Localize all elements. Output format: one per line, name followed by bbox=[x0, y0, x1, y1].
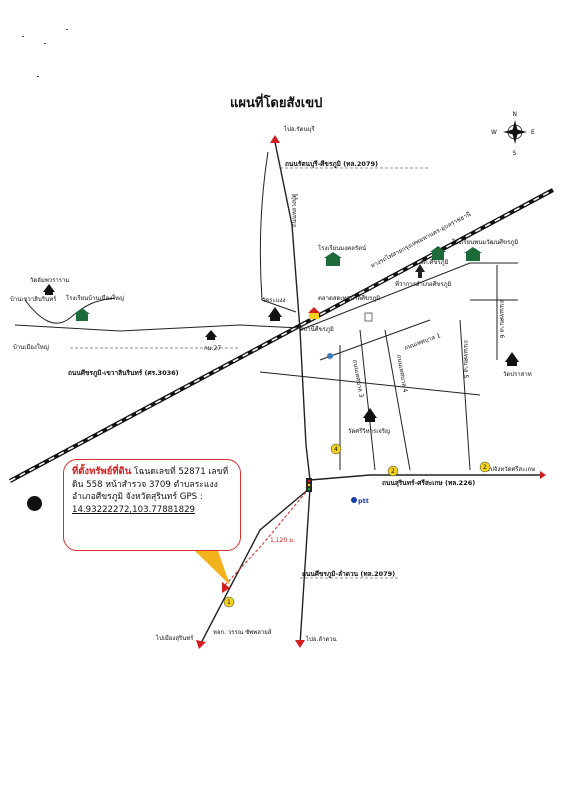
km-marker-icon bbox=[205, 330, 217, 340]
svg-text:2: 2 bbox=[483, 464, 487, 471]
to-sisaket-label: ไปจังหวัดศรีสะเกษ bbox=[486, 465, 535, 473]
road-grid-h3 bbox=[259, 371, 481, 396]
scan-noise bbox=[37, 76, 39, 77]
compass-w: W bbox=[491, 129, 497, 136]
shop-label: หจก. วรรณ ซัพพลายส์ bbox=[213, 628, 272, 636]
svg-text:2: 2 bbox=[391, 468, 395, 475]
compass-rose-icon: N S E W bbox=[491, 111, 535, 157]
road-label-v1: ถนนหลวงปู่ดู่ bbox=[291, 193, 298, 227]
arrow-east-icon bbox=[540, 471, 546, 479]
marker-4: 4 bbox=[330, 443, 342, 455]
road-to-surin bbox=[199, 487, 311, 646]
property-heading: ที่ตั้งทรัพย์ที่ดิน bbox=[72, 466, 132, 477]
temple-rahang-icon bbox=[268, 307, 282, 321]
police-label: สภ.ศีขรภูมิ bbox=[420, 258, 449, 266]
school-building-icon bbox=[324, 252, 342, 266]
wat-rahang-label: วัดระแงง bbox=[262, 297, 286, 304]
scan-noise bbox=[22, 36, 24, 37]
school2-label: โรงเรียนพนมวัฒนศีขรภูมิ bbox=[452, 238, 518, 246]
railway-line bbox=[9, 188, 554, 483]
school1-label: โรงเรียนมงคลรัตน์ bbox=[318, 244, 366, 252]
punch-hole bbox=[27, 496, 42, 511]
map-title: แผนที่โดยสังเขป bbox=[230, 93, 322, 111]
compass-s: S bbox=[513, 150, 517, 157]
road-label-v3: ถนนเทศบาล 3 bbox=[351, 359, 365, 398]
wat-temple2-label: วัดศรีวิหารเจริญ bbox=[348, 427, 390, 435]
callout-pointer bbox=[195, 551, 230, 585]
temple-2-icon bbox=[363, 408, 377, 422]
wat-prasat-label: วัดปราสาท bbox=[503, 371, 532, 378]
road-226 bbox=[309, 474, 540, 481]
scan-noise bbox=[44, 43, 46, 44]
school-left-label: โรงเรียนบ้านเมืองใหญ่ bbox=[66, 294, 124, 302]
road-grid-v4 bbox=[384, 329, 411, 471]
temple-left-icon bbox=[43, 284, 55, 295]
station-icon bbox=[308, 307, 320, 319]
route-dashed-line bbox=[224, 491, 307, 586]
station-label: สถานีศีขรภูมิ bbox=[300, 325, 334, 333]
district-office-icon bbox=[415, 264, 425, 278]
road-grid-v3 bbox=[359, 329, 376, 471]
distance-label: 1,120 ม. bbox=[270, 537, 295, 544]
property-flag-icon bbox=[222, 582, 230, 593]
ptt-logo-icon bbox=[351, 497, 357, 503]
district-office-label: ที่ว่าการอำเภอศีขรภูมิ bbox=[395, 280, 452, 288]
marker-1: 1 bbox=[223, 596, 235, 608]
to-lamduan-label: ไปอ.ลำดวน bbox=[305, 635, 337, 643]
property-callout: ที่ตั้งทรัพย์ที่ดิน โฉนดเลขที่ 52871 เลข… bbox=[63, 459, 241, 551]
village-left2-label: บ้านเขวาสินรินทร์ bbox=[10, 295, 57, 303]
road-3036-label: ถนนศีขรภูมิ-เขวาสินรินทร์ (ศร.3036) bbox=[68, 369, 179, 378]
km-label: กม.27 bbox=[204, 345, 221, 352]
marker-2a: 2 bbox=[387, 465, 399, 477]
road-grid-v5 bbox=[459, 319, 471, 471]
compass-e: E bbox=[531, 129, 535, 136]
scan-noise bbox=[66, 29, 68, 30]
ptt-label: ptt bbox=[358, 497, 369, 505]
road-226-label: ถนนสุรินทร์-ศรีสะเกษ (ทล.226) bbox=[382, 479, 475, 487]
info-point-icon bbox=[327, 353, 333, 359]
road-2079-south bbox=[299, 487, 311, 646]
marker-2b: 2 bbox=[479, 461, 491, 473]
property-line2: ดิน 558 หน้าสำรวจ 3709 ตำบลระแงง bbox=[72, 479, 218, 490]
arrow-south-icon bbox=[295, 640, 305, 648]
road-grid-1 bbox=[319, 319, 431, 361]
compass-n: N bbox=[513, 111, 518, 118]
road-2079-top-label: ถนนรัตนบุรี-ศีขรภูมิ (ทล.2079) bbox=[285, 160, 378, 169]
market-icon bbox=[364, 312, 373, 322]
wat-left-label: วัดอัมพวราราม bbox=[30, 277, 69, 284]
road-label-v6: ถนนเทศบาล 6 bbox=[498, 300, 505, 338]
police-station-icon bbox=[430, 246, 446, 260]
village-left-label: บ้านเมืองใหญ่ bbox=[13, 343, 49, 351]
school-left-icon bbox=[74, 308, 90, 321]
property-line3: อำเภอศีขรภูมิ จังหวัดสุรินทร์ GPS : bbox=[72, 492, 203, 502]
road-left-curve bbox=[24, 297, 116, 324]
road-loop-west bbox=[259, 151, 297, 313]
to-surin-label: ไปเมืองสุรินทร์ bbox=[155, 634, 194, 642]
road-grid-ne bbox=[299, 262, 518, 331]
svg-text:1: 1 bbox=[227, 599, 231, 606]
svg-text:4: 4 bbox=[334, 446, 338, 453]
market-label: ตลาดสดเทศบาลศีขรภูมิ bbox=[318, 294, 380, 302]
road-3036 bbox=[14, 324, 301, 332]
road-label-v5: ถนนเทศบาล 5 bbox=[462, 340, 469, 378]
property-gps: 14.93222272,103.77881829 bbox=[72, 504, 196, 515]
road-2079-bottom-label: ถนนศีขรภูมิ-ลำดวน (ทล.2079) bbox=[302, 570, 395, 579]
school2-building-icon bbox=[464, 247, 482, 261]
arrow-north-icon bbox=[270, 135, 280, 143]
road-label-v2: ถนนเทศบาล 1 bbox=[403, 332, 441, 352]
road-label-v4: ถนนเทศบาล 4 bbox=[395, 354, 409, 393]
property-line1: โฉนดเลขที่ 52871 เลขที่ bbox=[133, 467, 229, 477]
to-ratanaburi-label: ไปอ.รัตนบุรี bbox=[283, 125, 315, 133]
arrow-southwest-icon bbox=[196, 640, 206, 649]
temple-prasat-icon bbox=[505, 352, 519, 366]
